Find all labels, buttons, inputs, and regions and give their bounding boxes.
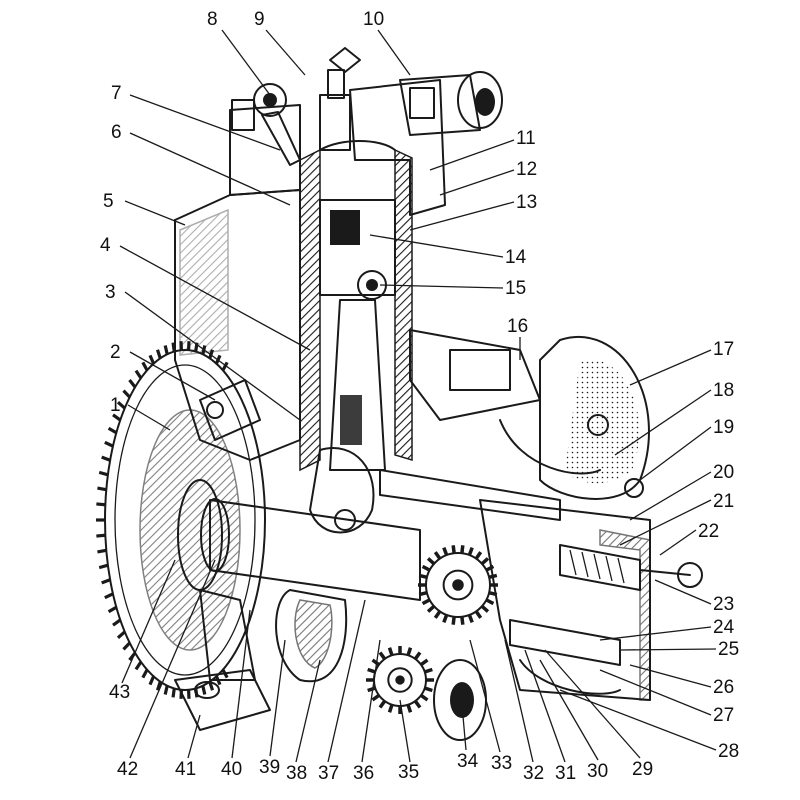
callout-13: 13 [516, 192, 538, 213]
callout-24: 24 [713, 617, 735, 638]
callout-34: 34 [457, 751, 479, 772]
callout-37: 37 [318, 763, 340, 784]
callout-28: 28 [718, 741, 740, 762]
governor-housing [379, 469, 703, 701]
callout-8: 8 [207, 9, 218, 30]
callout-39: 39 [259, 757, 281, 778]
callout-11: 11 [516, 128, 536, 149]
cylinder-cutaway [299, 140, 413, 472]
fuel-pump-and-cover [409, 329, 650, 500]
callout-22: 22 [698, 521, 720, 542]
callout-27: 27 [713, 705, 735, 726]
camshaft-gear [366, 646, 434, 714]
callout-12: 12 [516, 159, 538, 180]
callout-15: 15 [505, 278, 527, 299]
callout-23: 23 [713, 594, 735, 615]
callout-10: 10 [363, 9, 385, 30]
callout-18: 18 [713, 380, 735, 401]
leader-lines [119, 29, 717, 763]
callout-26: 26 [713, 677, 735, 698]
callout-25: 25 [718, 639, 740, 660]
callout-31: 31 [555, 763, 577, 784]
callout-21: 21 [713, 491, 735, 512]
crankcase-block [174, 79, 446, 461]
callout-5: 5 [103, 191, 114, 212]
callout-29: 29 [632, 759, 654, 780]
callout-30: 30 [587, 761, 609, 782]
callout-32: 32 [523, 763, 545, 784]
injector-assembly [253, 47, 503, 166]
callout-38: 38 [286, 763, 308, 784]
callout-42: 42 [117, 759, 139, 780]
callout-17: 17 [713, 339, 735, 360]
callout-41: 41 [175, 759, 197, 780]
callout-33: 33 [491, 753, 513, 774]
callout-6: 6 [111, 122, 122, 143]
callout-19: 19 [713, 417, 735, 438]
callout-1: 1 [110, 395, 121, 416]
callout-20: 20 [713, 462, 735, 483]
callout-35: 35 [398, 762, 420, 783]
timing-gear [418, 545, 498, 625]
callout-16: 16 [507, 316, 529, 337]
callout-3: 3 [105, 282, 116, 303]
flywheel-ring-gear [104, 349, 266, 691]
callout-2: 2 [110, 342, 121, 363]
callout-4: 4 [100, 235, 111, 256]
mount-bracket [174, 379, 271, 731]
crankshaft-assembly [200, 447, 421, 683]
callout-40: 40 [221, 759, 243, 780]
callout-7: 7 [111, 83, 122, 104]
callout-36: 36 [353, 763, 375, 784]
callout-43: 43 [109, 682, 131, 703]
callout-14: 14 [505, 247, 527, 268]
callout-9: 9 [254, 9, 265, 30]
